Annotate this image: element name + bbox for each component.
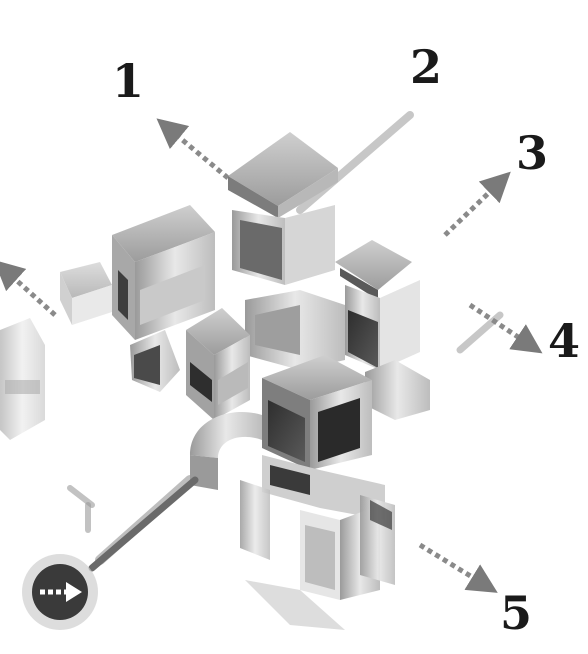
label-3: 3 xyxy=(516,130,548,176)
label-1: 1 xyxy=(112,58,144,104)
arrow-1 xyxy=(168,128,228,178)
label-2: 2 xyxy=(410,44,442,90)
arrow-3 xyxy=(445,182,500,235)
left-fragment xyxy=(0,262,112,440)
block-e xyxy=(262,355,385,520)
label-5: 5 xyxy=(500,590,532,636)
label-4: 4 xyxy=(548,318,580,364)
arrow-4 xyxy=(470,305,530,345)
arrow-left xyxy=(5,270,55,315)
arrow-5 xyxy=(420,545,485,585)
block-d xyxy=(186,308,250,420)
curved-connector xyxy=(70,412,262,568)
circle-arrow-right-icon xyxy=(22,554,98,630)
